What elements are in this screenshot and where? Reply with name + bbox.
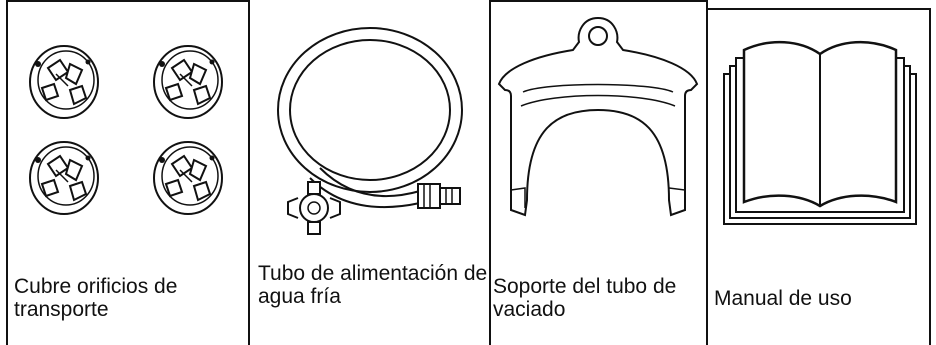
border-line [489, 0, 491, 345]
inlet-hose-icon [270, 18, 480, 243]
item-cell-manual: Manual de uso [708, 0, 929, 345]
item-caption: Manual de uso [714, 287, 852, 310]
border-line [6, 0, 8, 345]
border-line [929, 8, 931, 345]
border-line [706, 0, 708, 345]
item-caption: Cubre orificios de transporte [14, 275, 178, 321]
item-cell-drain-holder: Soporte del tubo de vaciado [491, 0, 706, 345]
border-line [248, 0, 250, 345]
item-cell-transport-covers: Cubre orificios de transporte [8, 0, 248, 345]
border-line [706, 8, 931, 10]
drain-hose-holder-icon [495, 10, 701, 225]
transport-hole-covers-icon [16, 30, 236, 230]
border-line [6, 0, 248, 2]
border-line [489, 0, 706, 2]
item-caption: Tubo de alimentación de agua fría [258, 262, 488, 308]
item-caption: Soporte del tubo de vaciado [493, 275, 677, 321]
item-cell-inlet-hose: Tubo de alimentación de agua fría [250, 0, 489, 345]
book-icon [720, 30, 920, 230]
